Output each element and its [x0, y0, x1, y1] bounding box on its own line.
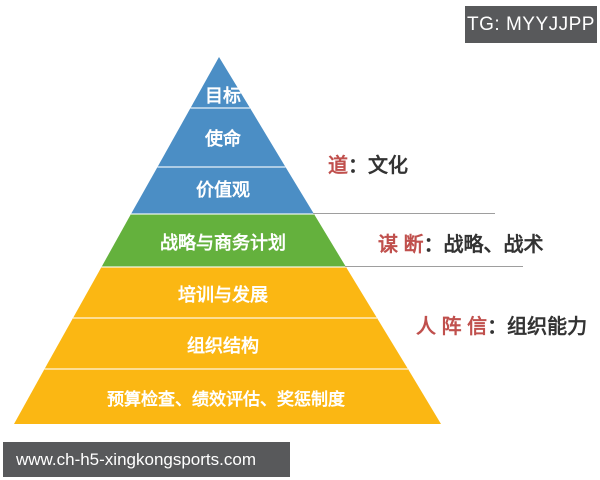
level-label-training: 培训与发展 — [178, 284, 269, 305]
pyramid-level-budget — [14, 369, 441, 424]
level-label-structure: 组织结构 — [187, 335, 259, 356]
annotation-tactics-value: ：战略、战术 — [424, 232, 544, 256]
level-label-values: 价值观 — [196, 179, 250, 200]
pyramid-level-values — [131, 167, 314, 214]
level-label-mission: 使命 — [204, 128, 242, 149]
watermark-url-bar: www.ch-h5-xingkongsports.com — [3, 442, 290, 477]
pyramid-level-goal — [190, 57, 250, 108]
level-label-budget: 预算检查、绩效评估、奖惩制度 — [107, 389, 346, 409]
level-label-goal: 目标 — [205, 85, 241, 106]
pyramid-level-training — [73, 267, 377, 318]
tg-badge-label: TG: MYYJJPP — [467, 13, 595, 35]
watermark-url-label: www.ch-h5-xingkongsports.com — [16, 449, 256, 469]
annotation-capability-keyword: 人 阵 信 — [416, 314, 487, 338]
level-label-strategy: 战略与商务计划 — [160, 232, 286, 253]
pyramid-level-strategy — [101, 214, 346, 267]
tg-badge: TG: MYYJJPP — [465, 6, 597, 43]
annotation-culture: 道：文化 — [328, 153, 408, 177]
pyramid-level-structure — [44, 318, 408, 369]
annotation-culture-value: ：文化 — [348, 153, 408, 177]
annotation-tactics: 谋 断：战略、战术 — [378, 232, 544, 256]
annotation-capability: 人 阵 信：组织能力 — [416, 314, 587, 338]
annotation-capability-value: ：组织能力 — [487, 314, 587, 338]
pyramid-level-mission — [157, 108, 286, 167]
annotation-tactics-keyword: 谋 断 — [378, 232, 424, 256]
annotation-culture-keyword: 道 — [328, 153, 348, 177]
